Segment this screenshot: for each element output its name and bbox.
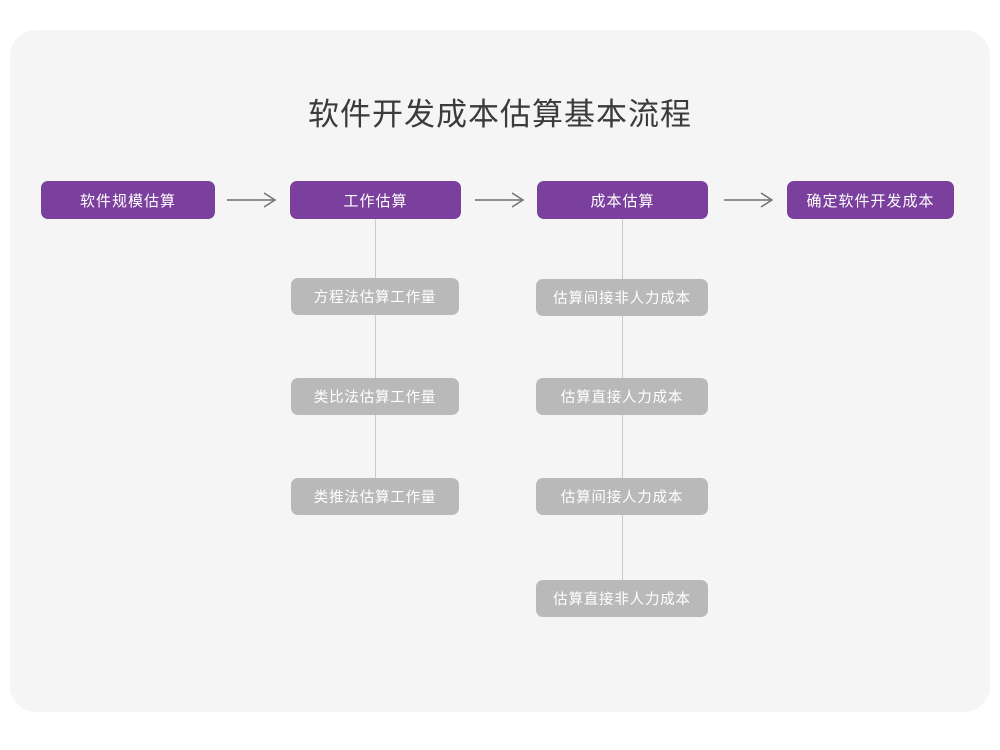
arrow-stage2-to-stage3 [473, 189, 529, 211]
arrow-stage1-to-stage2 [225, 189, 281, 211]
content-card [10, 30, 990, 712]
connector-line-stage3-b [622, 316, 623, 378]
connector-line-stage2-a [375, 213, 376, 278]
node-stage-4[interactable]: 确定软件开发成本 [787, 181, 954, 219]
connector-line-stage2-b [375, 315, 376, 378]
node-stage-1[interactable]: 软件规模估算 [41, 181, 215, 219]
node-stage-3-substep-1[interactable]: 估算间接非人力成本 [536, 279, 708, 316]
node-stage-2[interactable]: 工作估算 [290, 181, 461, 219]
node-stage-2-substep-2[interactable]: 类比法估算工作量 [291, 378, 459, 415]
arrow-stage3-to-stage4 [722, 189, 778, 211]
connector-line-stage2-c [375, 415, 376, 478]
connector-line-stage3-a [622, 213, 623, 279]
page-title: 软件开发成本估算基本流程 [308, 97, 692, 132]
node-stage-3-substep-2[interactable]: 估算直接人力成本 [536, 378, 708, 415]
node-stage-3-substep-3[interactable]: 估算间接人力成本 [536, 478, 708, 515]
node-stage-3-substep-4[interactable]: 估算直接非人力成本 [536, 580, 708, 617]
node-stage-3[interactable]: 成本估算 [537, 181, 708, 219]
connector-line-stage3-c [622, 415, 623, 478]
connector-line-stage3-d [622, 515, 623, 580]
node-stage-2-substep-3[interactable]: 类推法估算工作量 [291, 478, 459, 515]
node-stage-2-substep-1[interactable]: 方程法估算工作量 [291, 278, 459, 315]
